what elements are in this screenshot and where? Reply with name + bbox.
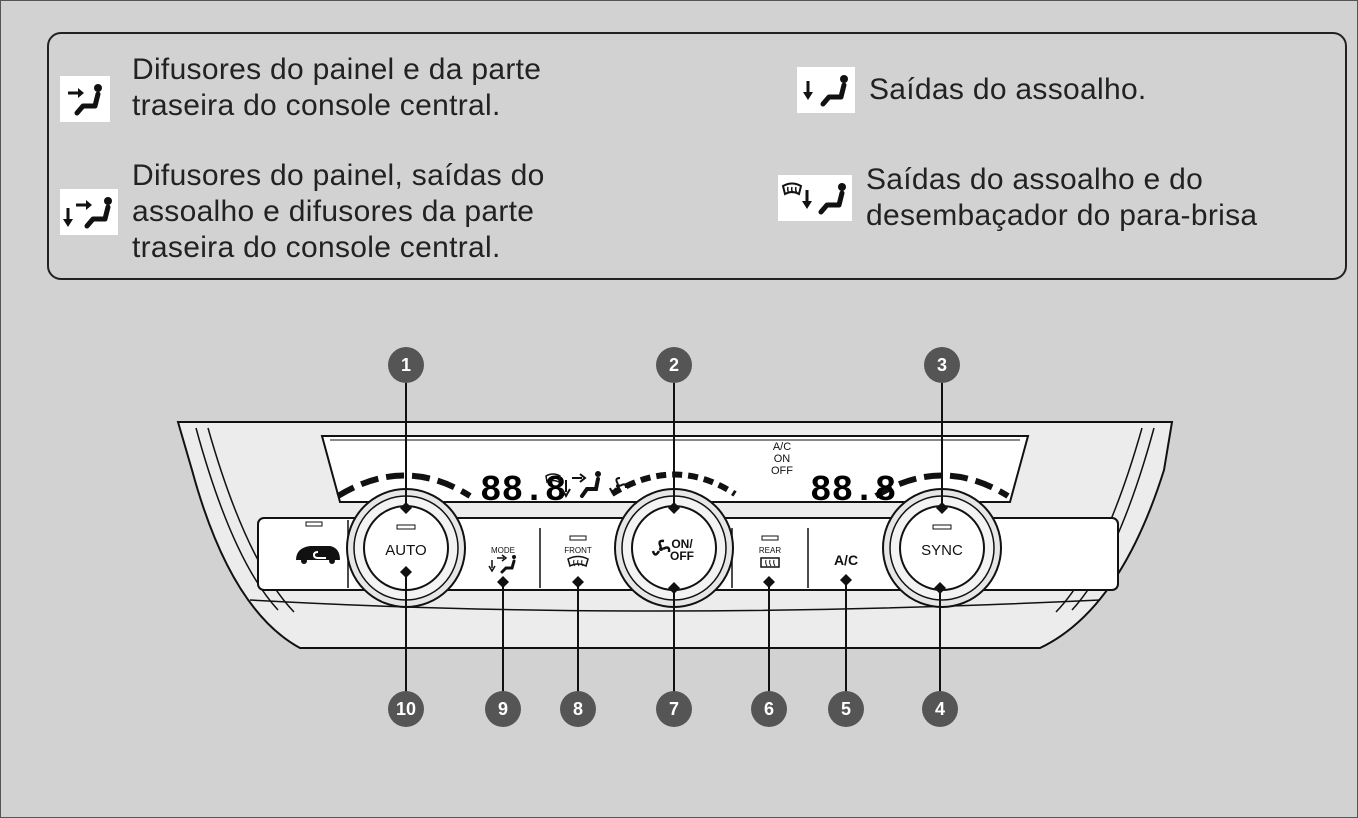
svg-text:9: 9: [498, 699, 508, 719]
recirculation-arrow-icon: [312, 551, 326, 559]
ac-label: A/C: [834, 552, 858, 568]
front-defrost-icon: [567, 555, 589, 568]
mode-icon: [488, 554, 516, 574]
callout-10: 10: [388, 691, 424, 727]
legend-text-dash-floor: Difusores do painel, saídas do assoalho …: [132, 159, 545, 264]
display-temp-right: 88.8: [810, 470, 896, 511]
callout-6: 6: [751, 691, 787, 727]
svg-text:5: 5: [841, 699, 851, 719]
svg-text:4: 4: [935, 699, 945, 719]
legend-text-floor-defrost: Saídas do assoalho e do desembaçador do …: [866, 163, 1258, 232]
display-ac-line3: OFF: [771, 465, 793, 477]
mode-label: MODE: [491, 546, 515, 555]
housing-lower-line: [249, 599, 1101, 612]
callout-2: 2: [656, 347, 692, 383]
display-ac-line1: A/C: [773, 441, 791, 453]
display-temp-left: 88.8: [480, 470, 566, 511]
onoff-label-top: ON/: [671, 537, 693, 551]
front-label: FRONT: [564, 546, 592, 555]
rear-defrost-button[interactable]: REAR: [759, 535, 781, 568]
callout-3: 3: [924, 347, 960, 383]
svg-text:10: 10: [396, 699, 416, 719]
svg-text:2: 2: [669, 355, 679, 375]
legend-item-dash: Difusores do painel e da parte traseira …: [60, 52, 541, 124]
mode-button[interactable]: MODE: [488, 546, 516, 574]
recirculation-button[interactable]: [296, 521, 340, 564]
svg-text:7: 7: [669, 699, 679, 719]
legend-text-floor: Saídas do assoalho.: [869, 73, 1147, 106]
housing-left-curve-inner: [207, 427, 295, 613]
legend-item-floor: Saídas do assoalho.: [797, 67, 1147, 113]
svg-text:3: 3: [937, 355, 947, 375]
housing-left-curve: [195, 427, 279, 611]
sync-label: SYNC: [921, 542, 963, 559]
callout-5: 5: [828, 691, 864, 727]
dash-vent-icon: [60, 76, 110, 122]
auto-knob[interactable]: AUTO: [346, 488, 466, 608]
display-ac-line2: ON: [774, 453, 791, 465]
callout-markers: [400, 502, 948, 594]
legend-text-dash: Difusores do painel e da parte traseira …: [132, 53, 542, 122]
on-off-knob[interactable]: ON/ OFF: [614, 488, 734, 608]
dash-floor-vent-icon: [60, 189, 118, 235]
auto-label: AUTO: [385, 542, 426, 559]
callout-1: 1: [388, 347, 424, 383]
legend-box: [47, 32, 1347, 280]
legend-item-floor-defrost: Saídas do assoalho e do desembaçador do …: [778, 162, 1257, 234]
display-fan-icon: [609, 477, 627, 492]
sync-indicator: [932, 524, 952, 530]
display-mode-icon: [545, 471, 601, 499]
callout-lines: [405, 383, 943, 692]
callout-7: 7: [656, 691, 692, 727]
floor-defrost-vent-icon: [778, 175, 852, 221]
svg-text:6: 6: [764, 699, 774, 719]
svg-text:1: 1: [401, 355, 411, 375]
rear-defrost-icon: [760, 557, 780, 568]
legend-item-dash-floor: Difusores do painel, saídas do assoalho …: [60, 158, 545, 266]
sync-knob[interactable]: SYNC: [882, 488, 1002, 608]
auto-indicator: [396, 524, 416, 530]
callout-4: 4: [922, 691, 958, 727]
ac-button[interactable]: A/C: [834, 552, 858, 568]
onoff-label-bottom: OFF: [670, 549, 694, 563]
front-defrost-button[interactable]: FRONT: [564, 535, 592, 568]
callout-9: 9: [485, 691, 521, 727]
left-temp-arc: [336, 472, 472, 499]
rear-label: REAR: [759, 546, 781, 555]
floor-vent-icon: [797, 67, 855, 113]
callout-8: 8: [560, 691, 596, 727]
fan-icon: [651, 539, 671, 556]
svg-text:8: 8: [573, 699, 583, 719]
